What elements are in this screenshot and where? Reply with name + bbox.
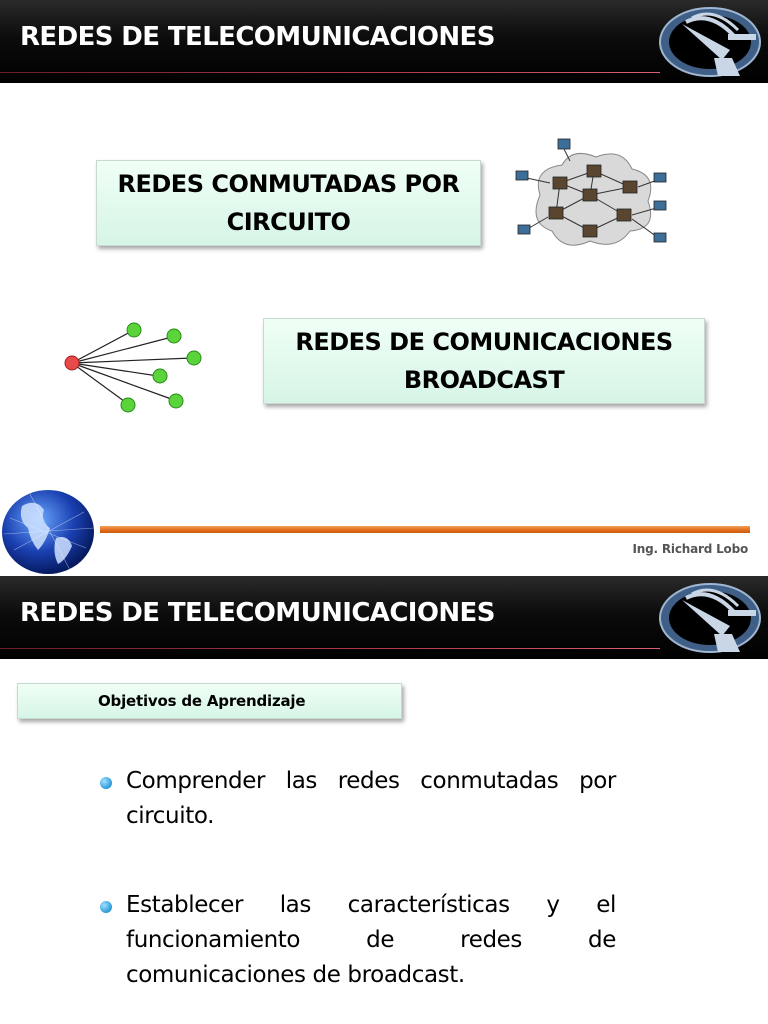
header-divider [0, 72, 660, 73]
list-item: Establecer las características y el func… [100, 888, 616, 993]
header-title-2: REDES DE TELECOMUNICACIONES [20, 598, 495, 628]
objectives-list: Comprender las redes conmutadas por circ… [100, 764, 616, 1024]
satellite-dish-logo-icon [659, 583, 761, 653]
bullet-text: Establecer las características y el func… [126, 892, 616, 988]
broadcast-networks-box: REDES DE COMUNICACIONES BROADCAST [263, 318, 705, 404]
slide-1-header: REDES DE TELECOMUNICACIONES [0, 0, 768, 83]
header-divider-2 [0, 648, 660, 649]
circuit-box-line2: CIRCUITO [226, 208, 351, 236]
broadcast-box-line1: REDES DE COMUNICACIONES [295, 328, 673, 356]
broadcast-box-line2: BROADCAST [403, 366, 565, 394]
footer-accent-bar [100, 526, 750, 533]
slide-2: REDES DE TELECOMUNICACIONES Objetivos de… [0, 576, 768, 1024]
circuit-box-line1: REDES CONMUTADAS POR [117, 170, 461, 198]
broadcast-diagram-icon [64, 322, 202, 413]
circuit-switched-box: REDES CONMUTADAS POR CIRCUITO [96, 160, 481, 246]
slide-2-header: REDES DE TELECOMUNICACIONES [0, 576, 768, 659]
satellite-dish-logo-icon [659, 7, 761, 77]
bullet-dot-icon [100, 777, 112, 789]
bullet-text: Comprender las redes conmutadas por circ… [126, 768, 616, 829]
learning-objectives-box: Objetivos de Aprendizaje [17, 683, 402, 719]
list-item: Comprender las redes conmutadas por circ… [100, 764, 616, 834]
switched-network-diagram-icon [515, 138, 667, 246]
header-title: REDES DE TELECOMUNICACIONES [20, 22, 495, 52]
author-label: Ing. Richard Lobo [632, 542, 749, 556]
slide-1: REDES DE TELECOMUNICACIONES REDES CONMUT… [0, 0, 768, 576]
learning-objectives-title: Objetivos de Aprendizaje [98, 692, 306, 710]
globe-icon [2, 490, 95, 574]
bullet-dot-icon [100, 901, 112, 913]
